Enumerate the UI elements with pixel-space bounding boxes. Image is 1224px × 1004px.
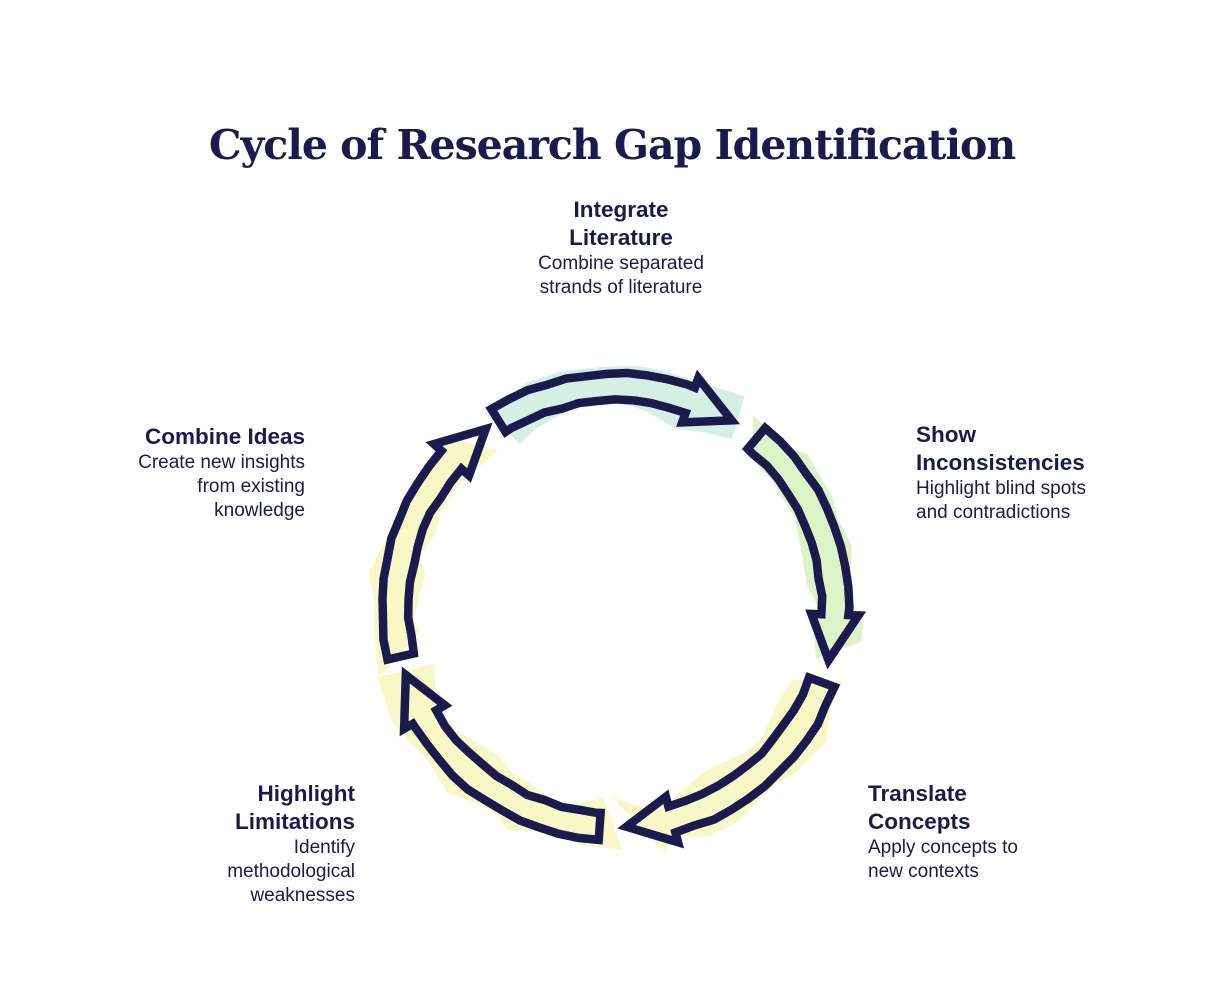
- arrow-bottom-left: [399, 666, 606, 845]
- stage-description: Identify methodological weaknesses: [55, 836, 355, 908]
- arrow-bottom-right-highlight: [611, 679, 843, 852]
- stage-description-line: Combine separated: [538, 253, 704, 274]
- stage-translate-concepts: Translate Concepts Apply concepts to new…: [868, 780, 1158, 884]
- stage-description: Apply concepts to new contexts: [868, 836, 1158, 884]
- stage-description: Highlight blind spots and contradictions: [916, 477, 1206, 525]
- arrow-left-highlight: [368, 438, 498, 678]
- stage-title: Combine Ideas: [5, 423, 305, 451]
- stage-show-inconsistencies: Show Inconsistencies Highlight blind spo…: [916, 421, 1206, 525]
- stage-title-line: Concepts: [868, 809, 971, 834]
- stage-highlight-limitations: Highlight Limitations Identify methodolo…: [55, 780, 355, 908]
- arrow-bottom-right: [617, 672, 841, 849]
- stage-title-line: Combine Ideas: [144, 424, 305, 449]
- stage-description-line: from existing: [197, 476, 305, 497]
- stage-title-line: Limitations: [234, 809, 355, 834]
- stage-title: Highlight Limitations: [55, 780, 355, 836]
- stage-title-line: Integrate: [573, 197, 669, 222]
- arrow-top: [485, 368, 741, 438]
- stage-description: Combine separated strands of literature: [421, 252, 821, 300]
- stage-title-line: Inconsistencies: [916, 450, 1085, 475]
- stage-description-line: knowledge: [214, 500, 305, 521]
- arrow-left: [378, 422, 493, 665]
- stage-title: Show Inconsistencies: [916, 421, 1206, 477]
- stage-description-line: methodological: [227, 861, 355, 882]
- stage-description-line: strands of literature: [539, 277, 703, 298]
- page-title: Cycle of Research Gap Identification: [208, 121, 1016, 170]
- stage-description-line: Apply concepts to: [868, 837, 1018, 858]
- stage-description-line: weaknesses: [250, 885, 355, 906]
- stage-description: Create new insights from existing knowle…: [5, 451, 305, 523]
- stage-title-line: Show: [916, 422, 976, 447]
- stage-combine-ideas: Combine Ideas Create new insights from e…: [5, 423, 305, 523]
- stage-integrate-literature: Integrate Literature Combine separated s…: [421, 196, 821, 300]
- stage-description-line: new contexts: [868, 861, 979, 882]
- stage-title: Translate Concepts: [868, 780, 1158, 836]
- stage-description-line: Identify: [293, 837, 355, 858]
- stage-description-line: Highlight blind spots: [916, 478, 1087, 499]
- arrow-right: [741, 422, 867, 670]
- stage-title: Integrate Literature: [421, 196, 821, 252]
- stage-title-line: Translate: [868, 781, 967, 806]
- stage-description-line: and contradictions: [916, 502, 1071, 523]
- arrow-bottom-left-highlight: [378, 663, 623, 851]
- stage-description-line: Create new insights: [138, 452, 305, 473]
- stage-title-line: Highlight: [257, 781, 355, 806]
- stage-title-line: Literature: [569, 225, 673, 250]
